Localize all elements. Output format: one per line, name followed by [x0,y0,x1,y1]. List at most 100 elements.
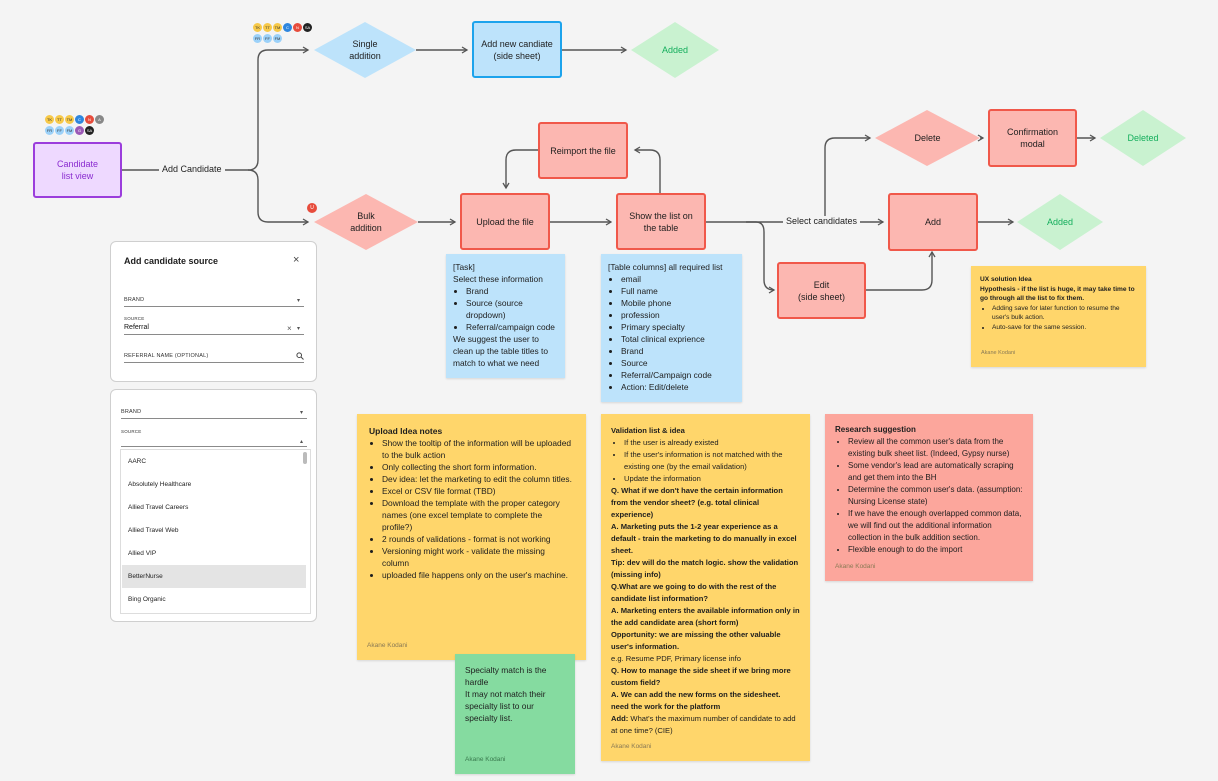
columns-note-item: Brand [621,345,735,357]
task-note-line: Select these information [453,274,543,284]
research-note-item: Determine the common user's data. (assum… [848,484,1023,508]
columns-note-item: Action: Edit/delete [621,381,735,393]
upload-note-item: Download the template with the proper ca… [382,497,574,533]
validation-note-item: If the user's information is not matched… [624,449,800,473]
source-option-highlighted[interactable]: BetterNurse [122,565,306,588]
avatar: SA [303,23,312,32]
avatar: FM [65,126,74,135]
research-note-item: Review all the common user's data from t… [848,436,1023,460]
referral-name-field[interactable] [124,362,304,363]
brand-field[interactable] [121,418,307,419]
source-field[interactable] [124,334,304,335]
reimport-file-node[interactable]: Reimport the file [538,122,628,179]
select-candidates-label: Select candidates [783,216,861,226]
validation-note: Validation list & idea If the user is al… [601,414,810,761]
avatar: TK [45,115,54,124]
research-note-title: Research suggestion [835,425,916,434]
validation-eg: e.g. Resume PDF, Primary license info [611,654,741,663]
chevron-down-icon[interactable]: ▾ [297,298,301,304]
edit-side-sheet-node[interactable]: Edit (side sheet) [777,262,866,319]
source-option[interactable]: AARC [128,458,147,465]
delete-node[interactable]: Delete [875,110,980,166]
specialty-match-note: Specialty match is the hardle It may not… [455,654,575,774]
ux-note-title: UX solution Idea [980,276,1032,283]
avatar: TK [253,23,262,32]
source-input[interactable]: Referral [124,324,149,331]
avatar: FM [273,34,282,43]
added-top-label: Added [661,45,689,55]
upload-note-author: Akane Kodani [367,642,408,649]
avatar: FF [263,34,272,43]
columns-note-head: [Table columns] all required list [608,262,723,272]
chevron-down-icon[interactable]: ▾ [297,326,301,332]
columns-note-item: email [621,273,735,285]
brand-field[interactable] [124,306,304,307]
show-list-node[interactable]: Show the list on the table [616,193,706,250]
add-node[interactable]: Add [888,193,978,251]
search-icon[interactable] [296,352,304,360]
avatar: FF [55,126,64,135]
chevron-down-icon[interactable]: ▾ [300,410,304,416]
bulk-addition-node[interactable]: Bulk addition [314,194,418,250]
upload-note-item: uploaded file happens only on the user's… [382,569,574,581]
diamond-shape [314,22,416,78]
avatar: SA [85,126,94,135]
avatar: TM [273,23,282,32]
upload-note-item: Versioning might work - validate the mis… [382,545,574,569]
validation-a1: A. Marketing puts the 1-2 year experienc… [611,522,797,555]
clear-icon[interactable]: × [287,324,292,333]
avatar: TT [263,23,272,32]
upload-note-item: 2 rounds of validations - format is not … [382,533,574,545]
add-candidate-source-panel: Add candidate source × BRAND ▾ SOURCE Re… [110,241,317,382]
candidate-list-view-node[interactable]: Candidate list view [33,142,122,198]
avatar: N [85,115,94,124]
avatar: FR [45,126,54,135]
validation-q3: Q. How to manage the side sheet if we br… [611,666,791,687]
source-option[interactable]: Allied VIP [128,550,157,557]
deleted-node[interactable]: Deleted [1100,110,1186,166]
source-option[interactable]: Absolutely Healthcare [128,481,192,488]
add-new-candidate-node[interactable]: Add new candiate (side sheet) [472,21,562,78]
specialty-note-author: Akane Kodani [465,756,506,763]
validation-q1: Q. What if we don't have the certain inf… [611,486,783,519]
task-note-item: Referral/campaign code [466,321,558,333]
ux-solution-note: UX solution Idea Hypothesis - if the lis… [971,266,1146,367]
avatar: TT [55,115,64,124]
research-note-item: If we have the enough overlapped common … [848,508,1023,544]
avatar: TM [65,115,74,124]
brand-label: BRAND [121,409,142,415]
added-right-node[interactable]: Added [1017,194,1103,250]
diamond-shape [1100,110,1186,166]
upload-note-item: Excel or CSV file format (TBD) [382,485,574,497]
avatar: A [95,115,104,124]
source-label: SOURCE [124,316,145,321]
ux-note-item: Adding save for later function to resume… [992,304,1137,323]
close-icon[interactable]: × [293,254,300,266]
scrollbar[interactable] [303,452,307,464]
research-note-item: Some vendor's lead are automatically scr… [848,460,1023,484]
validation-a2: A. Marketing enters the available inform… [611,606,800,627]
specialty-note-title: Specialty match is the hardle [465,665,547,687]
added-right-label: Added [1046,217,1074,227]
research-note-item: Flexible enough to do the import [848,544,1023,556]
research-suggestion-note: Research suggestion Review all the commo… [825,414,1033,581]
validation-note-item: Update the information [624,473,800,485]
add-candidate-label: Add Candidate [159,164,225,174]
source-option[interactable]: Bing Organic [128,596,166,603]
source-option[interactable]: Allied Travel Web [128,527,179,534]
confirmation-modal-node[interactable]: Confirmation modal [988,109,1077,167]
single-addition-node[interactable]: Single addition [314,22,416,78]
added-top-node[interactable]: Added [631,22,719,78]
validation-note-title: Validation list & idea [611,426,685,435]
brand-label: BRAND [124,297,145,303]
validation-note-item: If the user is already existed [624,437,800,449]
source-field[interactable] [121,446,307,447]
upload-file-node[interactable]: Upload the file [460,193,550,250]
chevron-up-icon[interactable]: ▴ [300,439,304,445]
source-option[interactable]: Allied Travel Careers [128,504,189,511]
specialty-note-text: It may not match their specialty list to… [465,689,546,723]
validation-q2: Q.What are we going to do with the rest … [611,582,777,603]
columns-note-item: Full name [621,285,735,297]
ux-note-item: Auto-save for the same session. [992,323,1137,333]
